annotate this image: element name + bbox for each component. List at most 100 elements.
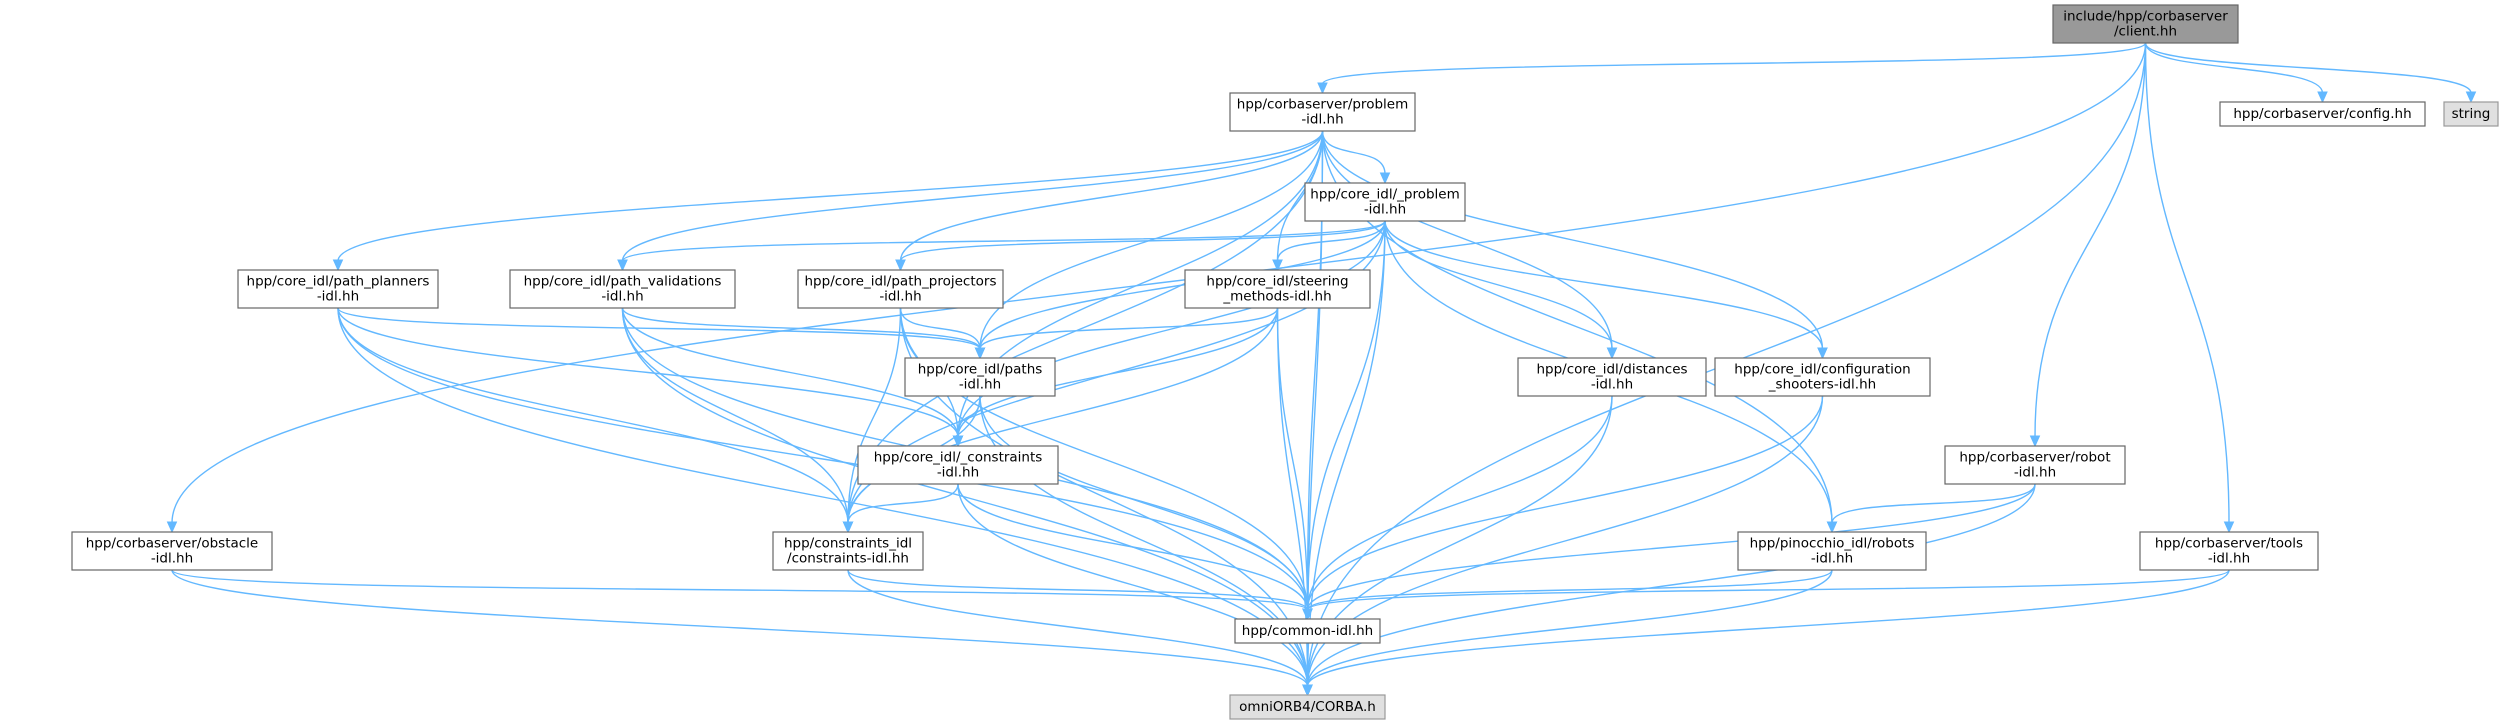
node-label-config-line-0: hpp/corbaserver/config.hh <box>2233 106 2411 122</box>
edge-steering-to-constraints_idl <box>847 307 1279 524</box>
edge-robot-to-pinocchio <box>1831 483 2036 524</box>
edge-constraints_core-to-common <box>957 483 1309 611</box>
node-box-paths[interactable] <box>904 357 1056 397</box>
edge-arrowhead-core_problem-to-config_shooters <box>1817 347 1828 360</box>
node-path_projectors[interactable]: hpp/core_idl/path_projectors-idl.hh <box>797 269 1004 309</box>
edge-core_problem-to-paths <box>979 220 1386 350</box>
node-box-distances[interactable] <box>1517 357 1707 397</box>
node-box-constraints_core[interactable] <box>857 445 1059 485</box>
edge-core_problem-to-distances <box>1384 220 1613 350</box>
edge-arrowhead-client-to-string <box>2465 91 2477 104</box>
node-constraints_idl[interactable]: hpp/constraints_idl/constraints-idl.hh <box>772 531 924 571</box>
node-paths[interactable]: hpp/core_idl/paths-idl.hh <box>904 357 1056 397</box>
node-label-config_shooters-line-0: hpp/core_idl/configuration <box>1734 362 1910 378</box>
node-label-paths-line-0: hpp/core_idl/paths <box>918 362 1043 378</box>
node-distances[interactable]: hpp/core_idl/distances-idl.hh <box>1517 357 1707 397</box>
edge-pinocchio-to-common <box>1306 569 1833 611</box>
node-label-path_projectors-line-1: -idl.hh <box>879 289 921 305</box>
node-label-path_validations-line-1: -idl.hh <box>601 289 643 305</box>
node-label-corba-line-0: omniORB4/CORBA.h <box>1239 699 1376 715</box>
node-label-obstacle-line-0: hpp/corbaserver/obstacle <box>86 536 259 552</box>
node-box-steering[interactable] <box>1184 269 1371 309</box>
edge-path_validations-to-constraints_core <box>621 307 959 438</box>
node-string[interactable]: string <box>2443 101 2499 127</box>
node-label-obstacle-line-1: -idl.hh <box>151 551 193 567</box>
edge-path_projectors-to-paths <box>899 307 981 350</box>
node-robot[interactable]: hpp/corbaserver/robot-idl.hh <box>1944 445 2126 485</box>
node-box-core_problem[interactable] <box>1304 182 1466 222</box>
edge-client-to-config <box>2144 42 2324 94</box>
node-label-path_planners-line-0: hpp/core_idl/path_planners <box>247 274 430 290</box>
node-box-pinocchio[interactable] <box>1737 531 1927 571</box>
node-label-tools-line-0: hpp/corbaserver/tools <box>2155 536 2303 552</box>
dependency-edges <box>166 42 2477 697</box>
edge-problem-to-core_problem <box>1321 130 1386 175</box>
edge-config_shooters-to-common <box>1306 395 1824 611</box>
node-box-obstacle[interactable] <box>71 531 273 571</box>
node-label-distances-line-0: hpp/core_idl/distances <box>1536 362 1687 378</box>
node-label-config_shooters-line-1: _shooters-idl.hh <box>1768 377 1876 393</box>
edge-arrowhead-problem-to-path_planners <box>332 259 344 272</box>
node-label-client-line-0: include/hpp/corbaserver <box>2063 9 2228 25</box>
node-config[interactable]: hpp/corbaserver/config.hh <box>2219 101 2426 127</box>
node-box-robot[interactable] <box>1944 445 2126 485</box>
node-box-corba[interactable] <box>1229 694 1386 720</box>
node-label-core_problem-line-0: hpp/core_idl/_problem <box>1310 187 1459 203</box>
node-label-robot-line-1: -idl.hh <box>2014 465 2056 481</box>
node-box-path_projectors[interactable] <box>797 269 1004 309</box>
node-label-steering-line-1: _methods-idl.hh <box>1222 289 1331 305</box>
node-core_problem[interactable]: hpp/core_idl/_problem-idl.hh <box>1304 182 1466 222</box>
node-box-constraints_idl[interactable] <box>772 531 924 571</box>
node-label-distances-line-1: -idl.hh <box>1591 377 1633 393</box>
node-box-tools[interactable] <box>2139 531 2319 571</box>
node-box-config_shooters[interactable] <box>1714 357 1931 397</box>
edge-steering-to-paths <box>979 307 1279 350</box>
node-box-path_validations[interactable] <box>509 269 736 309</box>
node-path_validations[interactable]: hpp/core_idl/path_validations-idl.hh <box>509 269 736 309</box>
node-constraints_core[interactable]: hpp/core_idl/_constraints-idl.hh <box>857 445 1059 485</box>
node-box-common[interactable] <box>1234 618 1381 644</box>
edge-arrowhead-client-to-config <box>2317 91 2328 104</box>
node-label-paths-line-1: -idl.hh <box>959 377 1001 393</box>
node-config_shooters[interactable]: hpp/core_idl/configuration_shooters-idl.… <box>1714 357 1931 397</box>
edge-robot-to-common <box>1306 483 2036 611</box>
node-corba[interactable]: omniORB4/CORBA.h <box>1229 694 1386 720</box>
edge-robot-to-corba <box>1306 483 2036 687</box>
edge-arrowhead-client-to-obstacle <box>166 521 178 534</box>
edge-core_problem-to-path_projectors <box>899 220 1386 262</box>
edge-client-to-robot <box>2034 42 2147 438</box>
edge-constraints_idl-to-common <box>847 569 1309 611</box>
node-label-client-line-1: /client.hh <box>2114 24 2177 40</box>
node-box-client[interactable] <box>2052 4 2239 44</box>
node-label-constraints_core-line-1: -idl.hh <box>937 465 979 481</box>
node-tools[interactable]: hpp/corbaserver/tools-idl.hh <box>2139 531 2319 571</box>
node-box-problem[interactable] <box>1229 92 1416 132</box>
edge-path_projectors-to-constraints_idl <box>847 307 902 524</box>
edge-client-to-string <box>2144 42 2472 94</box>
node-steering[interactable]: hpp/core_idl/steering_methods-idl.hh <box>1184 269 1371 309</box>
node-common[interactable]: hpp/common-idl.hh <box>1234 618 1381 644</box>
node-label-steering-line-0: hpp/core_idl/steering <box>1206 274 1348 290</box>
edge-path_validations-to-corba <box>621 307 1309 687</box>
edge-problem-to-path_planners <box>337 130 1324 262</box>
node-problem[interactable]: hpp/corbaserver/problem-idl.hh <box>1229 92 1416 132</box>
node-box-path_planners[interactable] <box>237 269 439 309</box>
edge-client-to-obstacle <box>171 42 2147 524</box>
node-box-config[interactable] <box>2219 101 2426 127</box>
edge-paths-to-constraints_core <box>957 395 981 438</box>
edge-arrowhead-tools-to-common <box>1302 608 1313 621</box>
node-label-tools-line-1: -idl.hh <box>2208 551 2250 567</box>
edge-problem-to-distances <box>1321 130 1613 350</box>
node-path_planners[interactable]: hpp/core_idl/path_planners-idl.hh <box>237 269 439 309</box>
node-box-string[interactable] <box>2443 101 2499 127</box>
edge-arrowhead-core_problem-to-steering <box>1272 259 1283 272</box>
node-label-path_validations-line-0: hpp/core_idl/path_validations <box>524 274 722 290</box>
node-client[interactable]: include/hpp/corbaserver/client.hh <box>2052 4 2239 44</box>
node-pinocchio[interactable]: hpp/pinocchio_idl/robots-idl.hh <box>1737 531 1927 571</box>
node-obstacle[interactable]: hpp/corbaserver/obstacle-idl.hh <box>71 531 273 571</box>
edge-core_problem-to-common <box>1306 220 1386 611</box>
edge-constraints_core-to-corba <box>957 483 1309 687</box>
edge-obstacle-to-corba <box>171 569 1309 687</box>
edge-arrowhead-common-to-corba <box>1302 684 1313 697</box>
